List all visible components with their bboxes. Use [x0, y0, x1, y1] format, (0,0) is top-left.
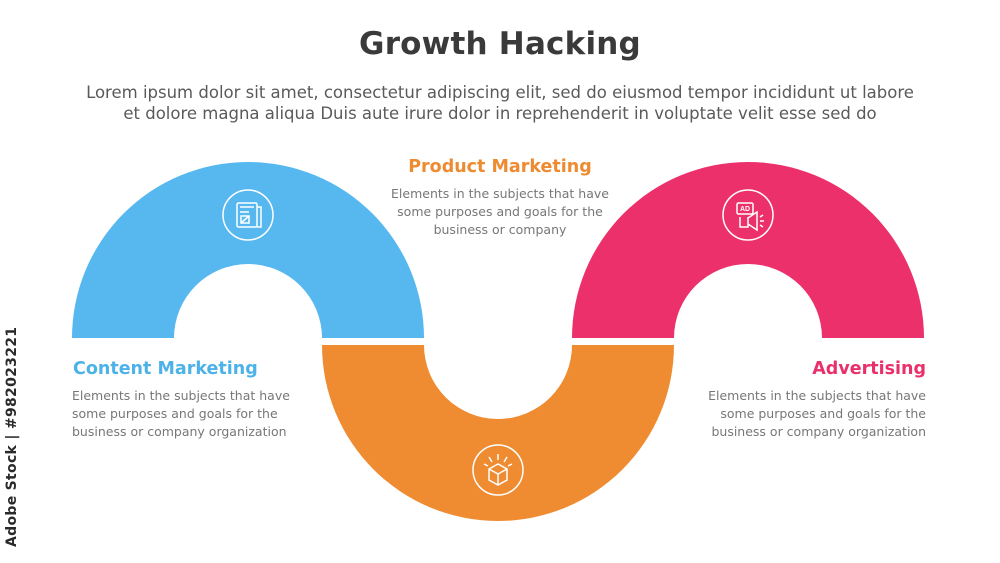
desc-line: Elements in the subjects that have: [708, 388, 926, 403]
product-marketing-arch: [322, 345, 674, 521]
ad-megaphone-icon: AD: [722, 189, 774, 241]
desc-line: Elements in the subjects that have: [391, 186, 609, 201]
desc-line: some purposes and goals for the: [720, 406, 926, 421]
desc-line: some purposes and goals for the: [72, 406, 278, 421]
product-marketing-title: Product Marketing: [408, 157, 592, 177]
content-marketing-title: Content Marketing: [73, 359, 258, 379]
content-marketing-desc: Elements in the subjects that have some …: [72, 387, 332, 441]
subtitle-line-1: Lorem ipsum dolor sit amet, consectetur …: [86, 83, 914, 102]
advertising-desc: Elements in the subjects that have some …: [666, 387, 926, 441]
product-marketing-desc: Elements in the subjects that have some …: [360, 185, 640, 239]
desc-line: business or company organization: [72, 424, 287, 439]
advertising-title: Advertising: [812, 359, 926, 379]
content-marketing-arch: [72, 162, 424, 338]
desc-line: some purposes and goals for the: [397, 204, 603, 219]
stock-watermark: Adobe Stock | #982023221: [4, 326, 20, 548]
subtitle-line-2: et dolore magna aliqua Duis aute irure d…: [123, 104, 877, 123]
product-box-icon: [472, 444, 524, 496]
svg-text:AD: AD: [740, 206, 750, 213]
page-subtitle: Lorem ipsum dolor sit amet, consectetur …: [30, 82, 970, 124]
advertising-arch: [572, 162, 924, 338]
desc-line: Elements in the subjects that have: [72, 388, 290, 403]
page-title: Growth Hacking: [359, 26, 641, 62]
desc-line: business or company: [433, 222, 567, 237]
blueprint-document-icon: [222, 189, 274, 241]
desc-line: business or company organization: [711, 424, 926, 439]
